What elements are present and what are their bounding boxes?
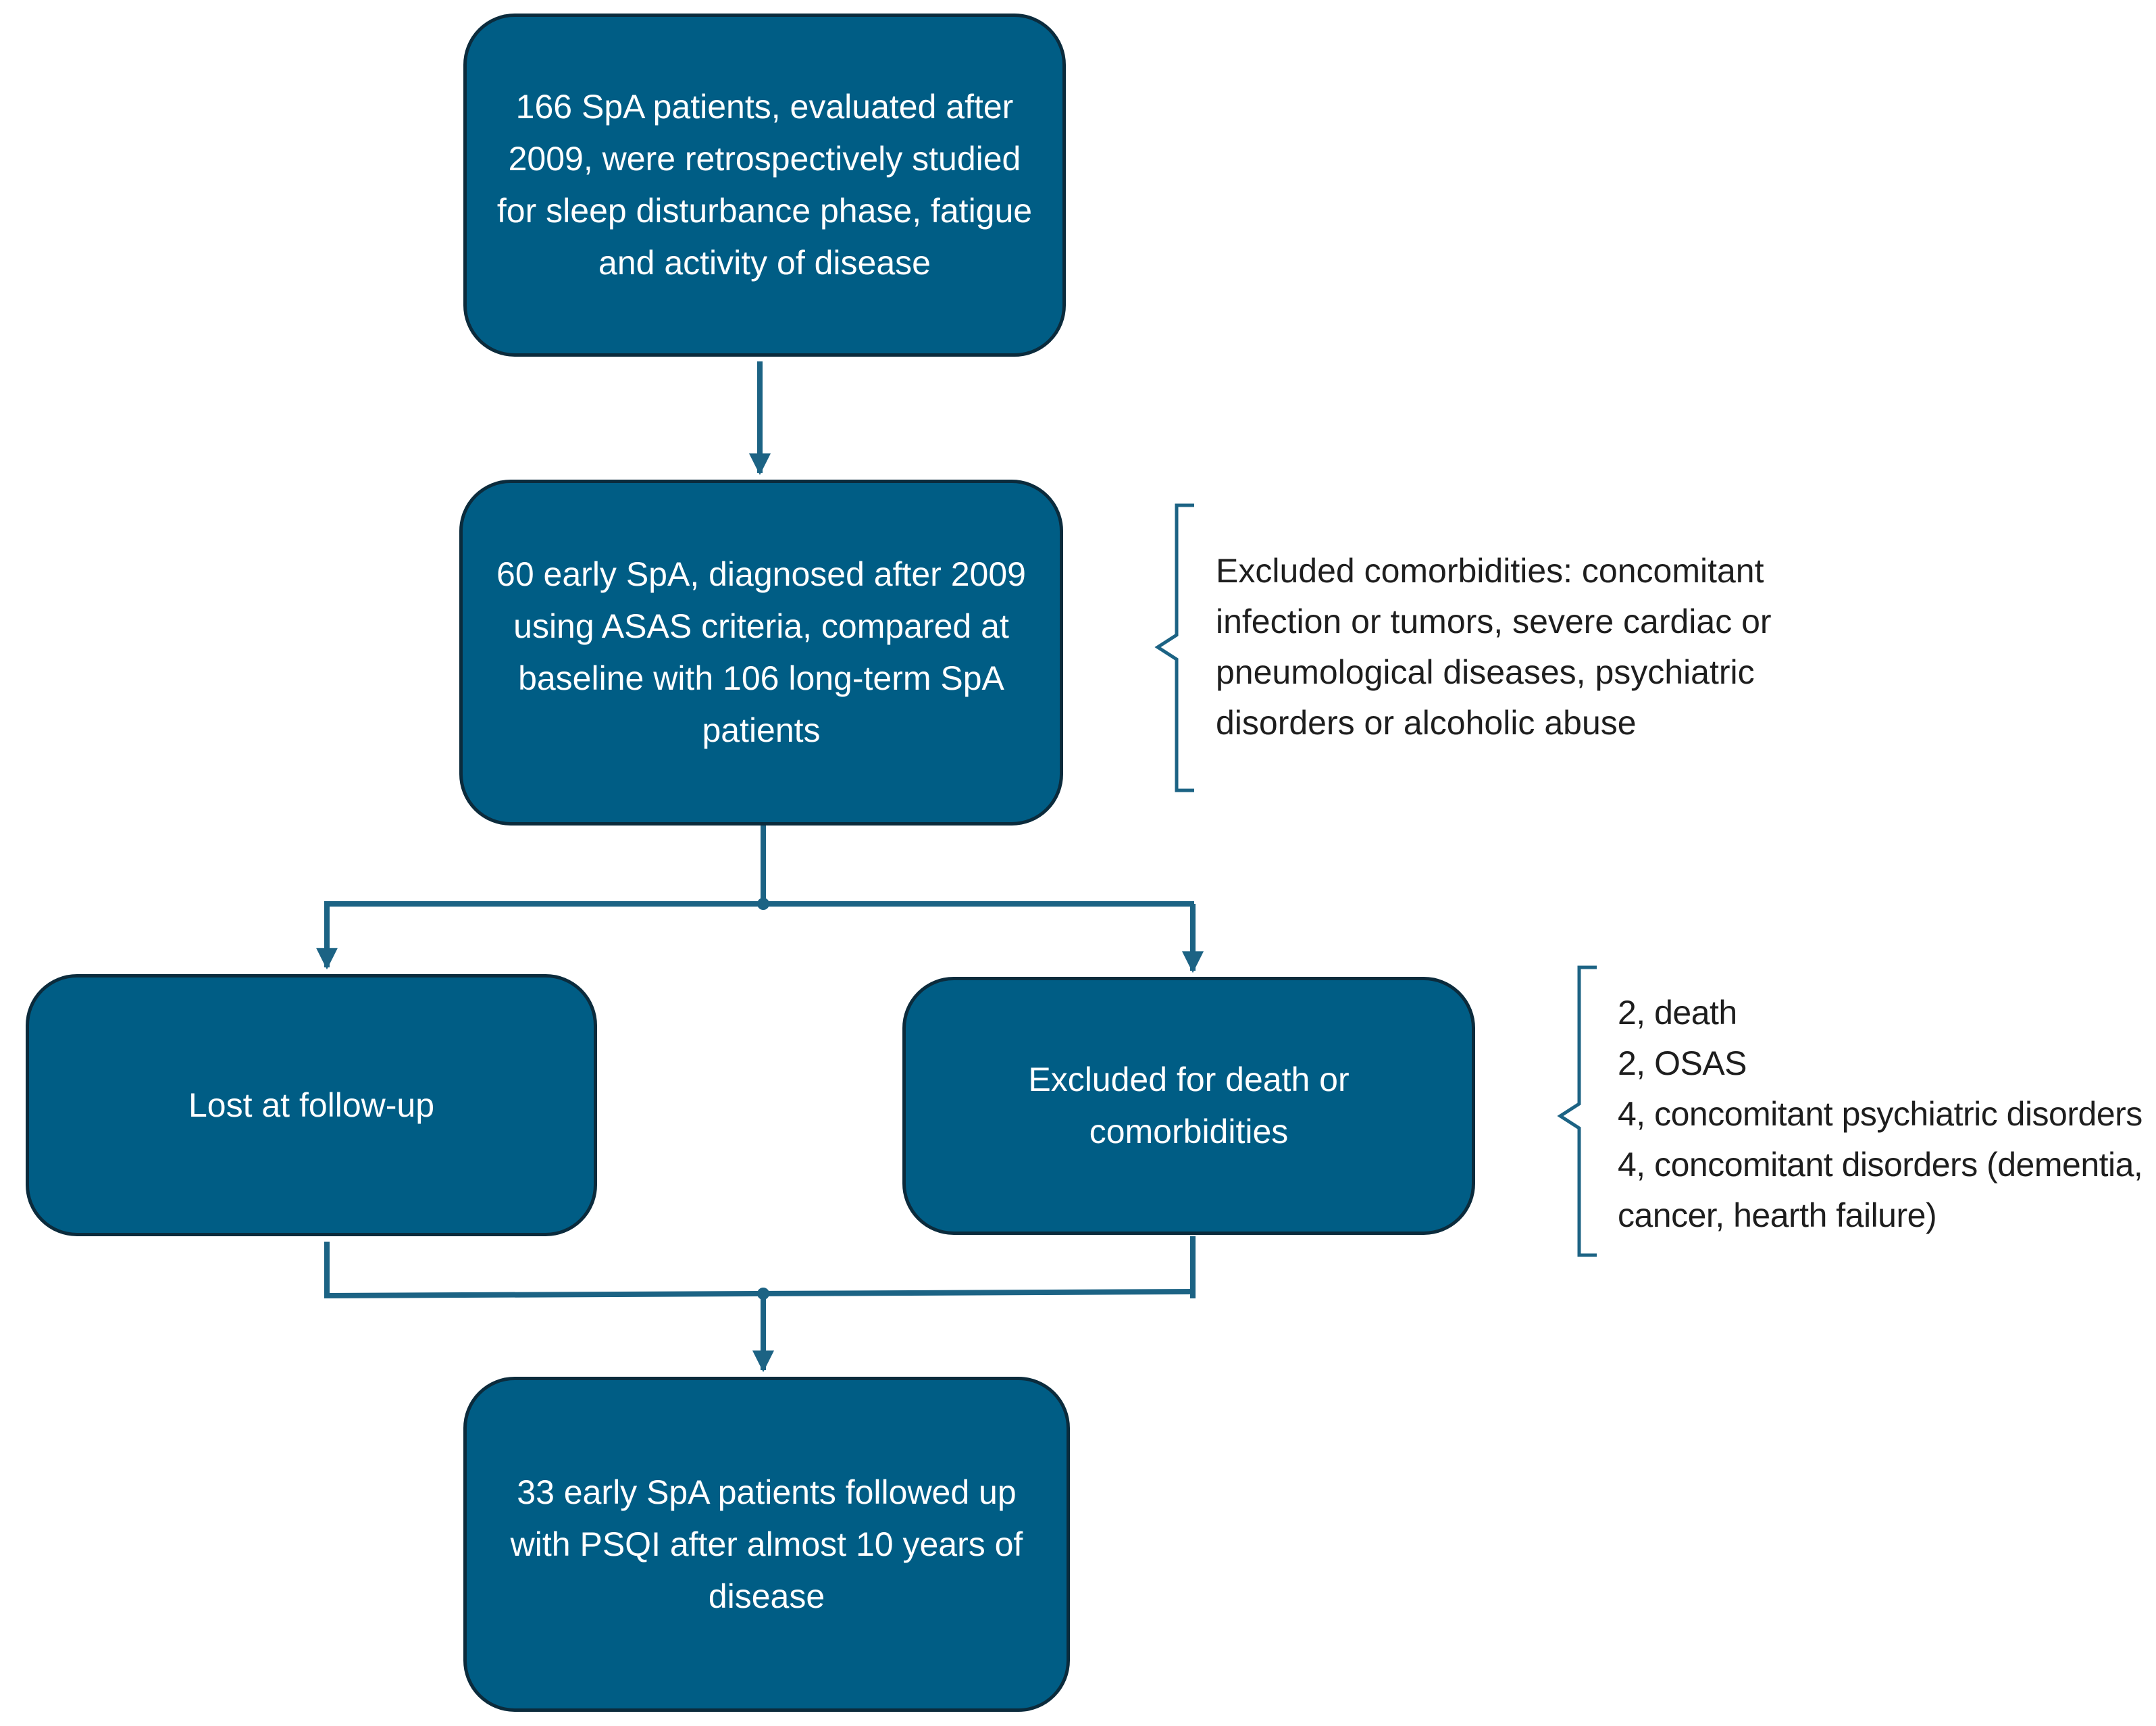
exclusion-reason-line: 4, concomitant psychiatric disorders <box>1618 1095 2142 1133</box>
initial-cohort-box: 166 SpA patients, evaluated after 2009, … <box>463 14 1066 357</box>
exclusion-reason-line: 2, death <box>1618 994 1737 1032</box>
brace-comorbidities <box>1154 503 1194 792</box>
junction-dot-top <box>757 898 769 910</box>
initial-cohort-text: 166 SpA patients, evaluated after 2009, … <box>496 88 1033 282</box>
excluded-comorbidities-note: Excluded comorbidities: concomitant infe… <box>1216 546 1772 748</box>
exclusion-reasons-note: 2, death 2, OSAS 4, concomitant psychiat… <box>1618 988 2143 1241</box>
early-spa-box: 60 early SpA, diagnosed after 2009 using… <box>459 480 1063 826</box>
exclusion-reason-line: 2, OSAS <box>1618 1044 1747 1082</box>
early-spa-text: 60 early SpA, diagnosed after 2009 using… <box>496 555 1026 749</box>
exclusion-reason-line: cancer, hearth failure) <box>1618 1196 1937 1234</box>
lost-followup-text: Lost at follow-up <box>188 1086 435 1124</box>
comorbidities-line: pneumological diseases, psychiatric <box>1216 653 1755 691</box>
comorbidities-line: infection or tumors, severe cardiac or <box>1216 603 1772 640</box>
junction-dot-bottom <box>757 1288 769 1300</box>
final-cohort-text: 33 early SpA patients followed up with P… <box>510 1473 1023 1615</box>
lost-followup-box: Lost at follow-up <box>26 974 597 1236</box>
brace-exclusion-reasons <box>1557 965 1597 1257</box>
final-cohort-box: 33 early SpA patients followed up with P… <box>463 1377 1070 1712</box>
comorbidities-line: Excluded comorbidities: concomitant <box>1216 552 1764 590</box>
excluded-death-text: Excluded for death or comorbidities <box>1028 1061 1350 1150</box>
excluded-death-box: Excluded for death or comorbidities <box>902 977 1475 1235</box>
comorbidities-line: disorders or alcoholic abuse <box>1216 704 1637 742</box>
exclusion-reason-line: 4, concomitant disorders (dementia, <box>1618 1146 2143 1184</box>
